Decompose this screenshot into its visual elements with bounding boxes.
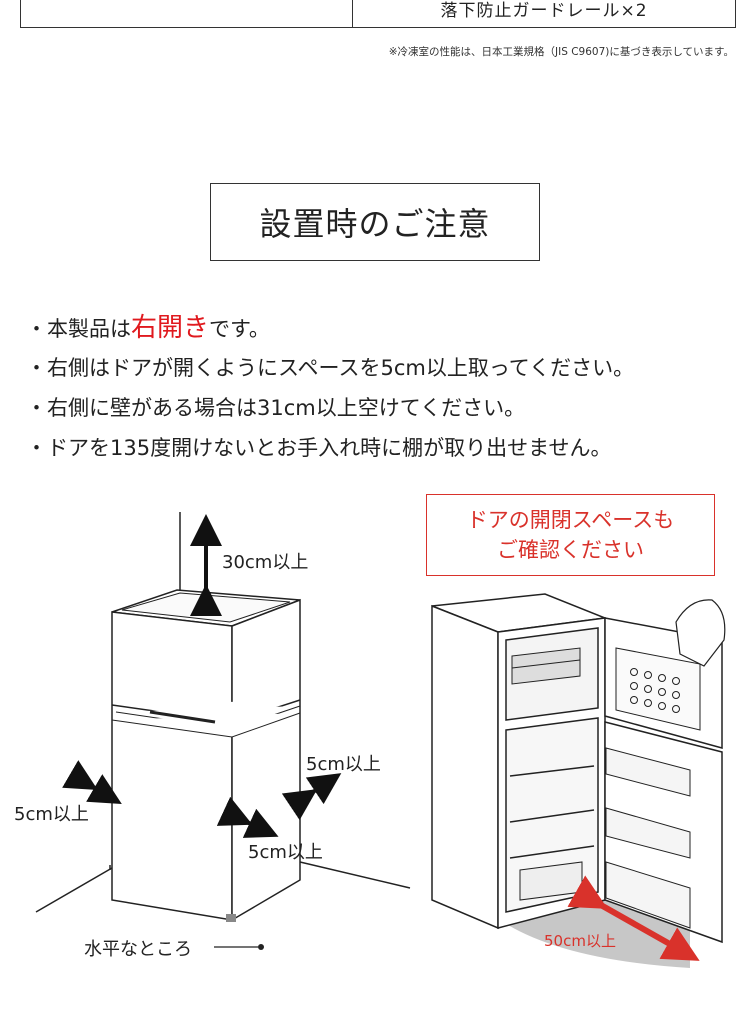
rear-clearance-label: 5cm以上 [306, 754, 381, 775]
hand-illustration [675, 599, 726, 667]
note-item: ・右側に壁がある場合は31cm以上空けてください。 [26, 396, 526, 420]
section-title: 設置時のご注意 [210, 183, 540, 261]
fridge-door-open-diagram [431, 593, 726, 968]
clearance-arrows [62, 514, 342, 838]
right-clearance-label: 5cm以上 [248, 842, 323, 863]
note-item: ・本製品は右開きです。 [26, 313, 270, 343]
note-item: ・ドアを135度開けないとお手入れ時に棚が取り出せません。 [26, 436, 612, 460]
right-opening-highlight: 右開き [131, 313, 210, 343]
ice-tray-dots [630, 668, 680, 713]
spec-table-label-cell [21, 0, 353, 27]
note-item: ・右側はドアが開くようにスペースを5cm以上取ってください。 [26, 356, 635, 380]
installation-notes: ・本製品は右開きです。 ・右側はドアが開くようにスペースを5cm以上取ってくださ… [26, 308, 634, 468]
door-space-label: 50cm以上 [544, 932, 616, 950]
jis-footnote: ※冷凍室の性能は、日本工業規格（JIS C9607)に基づき表示しています。 [388, 46, 734, 58]
door-space-callout: ドアの開閉スペースも ご確認ください [426, 494, 715, 576]
level-surface-label: 水平なところ [84, 939, 192, 960]
level-surface-pointer [258, 944, 264, 950]
left-clearance-label: 5cm以上 [14, 804, 89, 825]
spec-table: 落下防止ガードレール×2 [20, 0, 736, 28]
spec-table-value-cell: 落下防止ガードレール×2 [440, 1, 648, 21]
top-clearance-label: 30cm以上 [222, 552, 309, 573]
door-space-arrow [567, 875, 700, 961]
